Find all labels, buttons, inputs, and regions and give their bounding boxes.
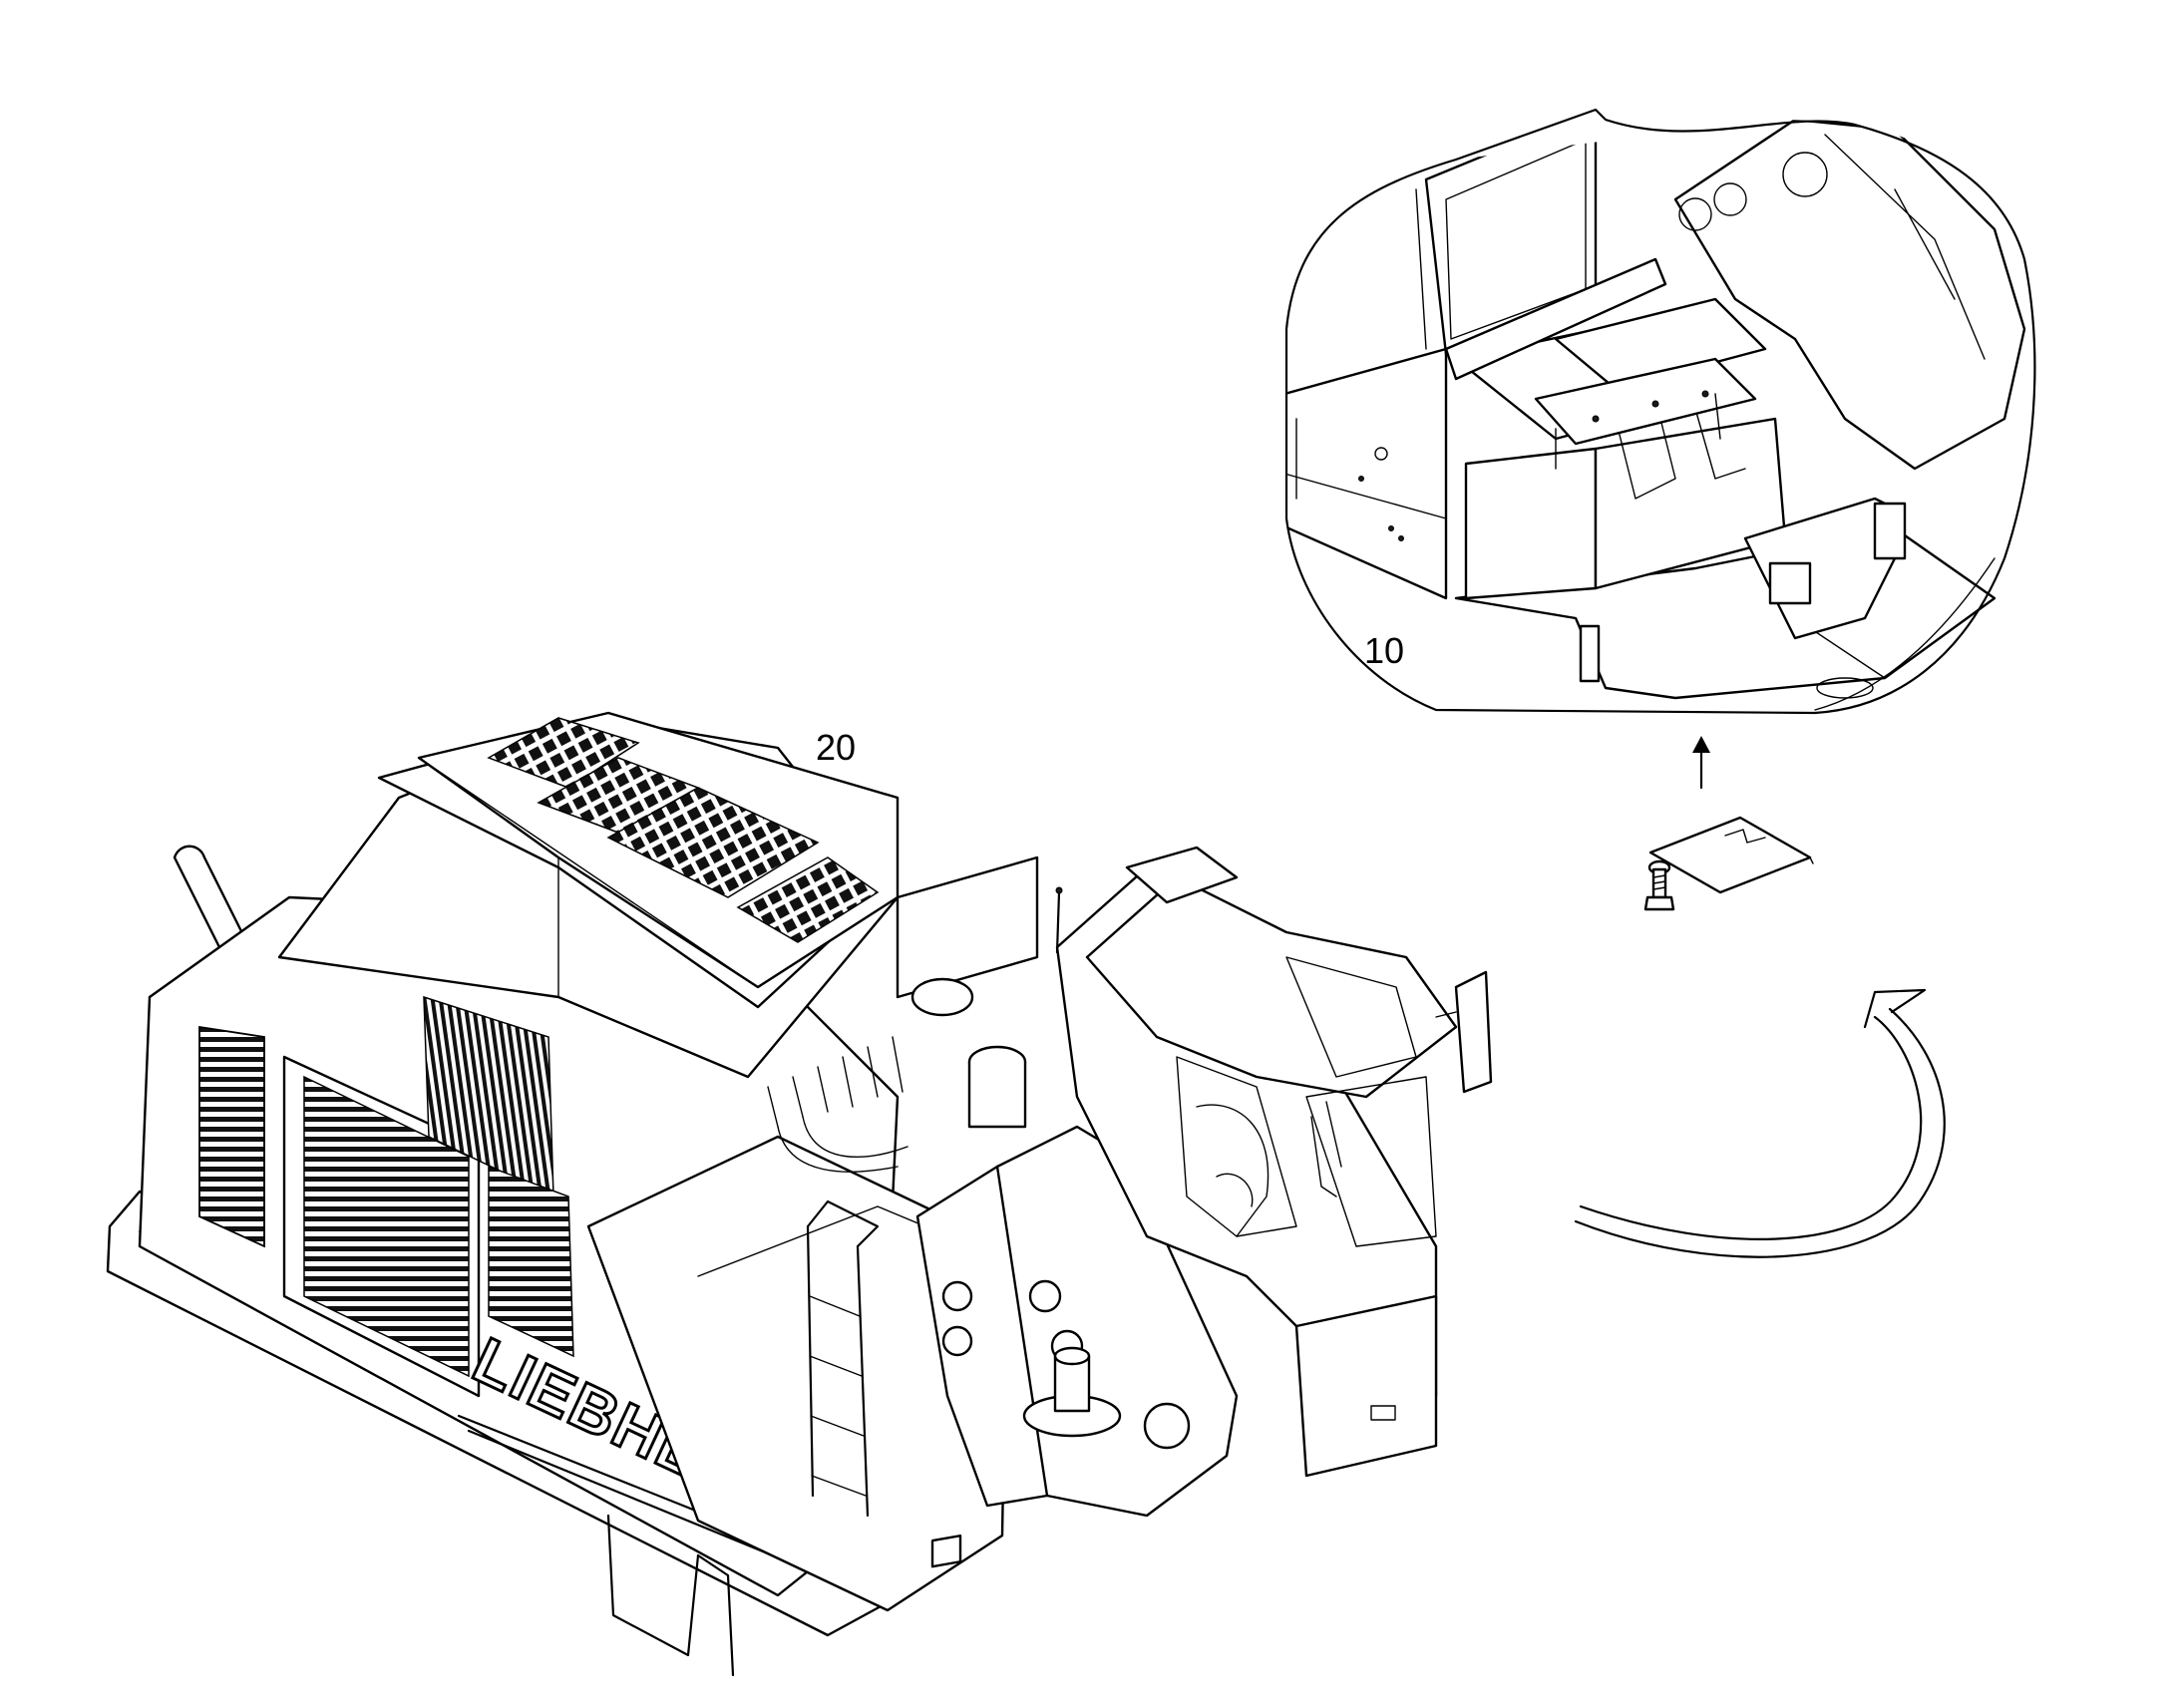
detail-view [1284,108,2036,715]
bolt [1643,859,1675,911]
installation-arrow [1692,736,1710,790]
rotation-arrow [1574,988,1946,1258]
detail-callout-label: 10 [1364,630,1404,671]
cover-plate [1648,816,1814,894]
machine-callout-label: 20 [816,727,856,768]
machine-view: LIEBHERR [106,711,1493,1677]
